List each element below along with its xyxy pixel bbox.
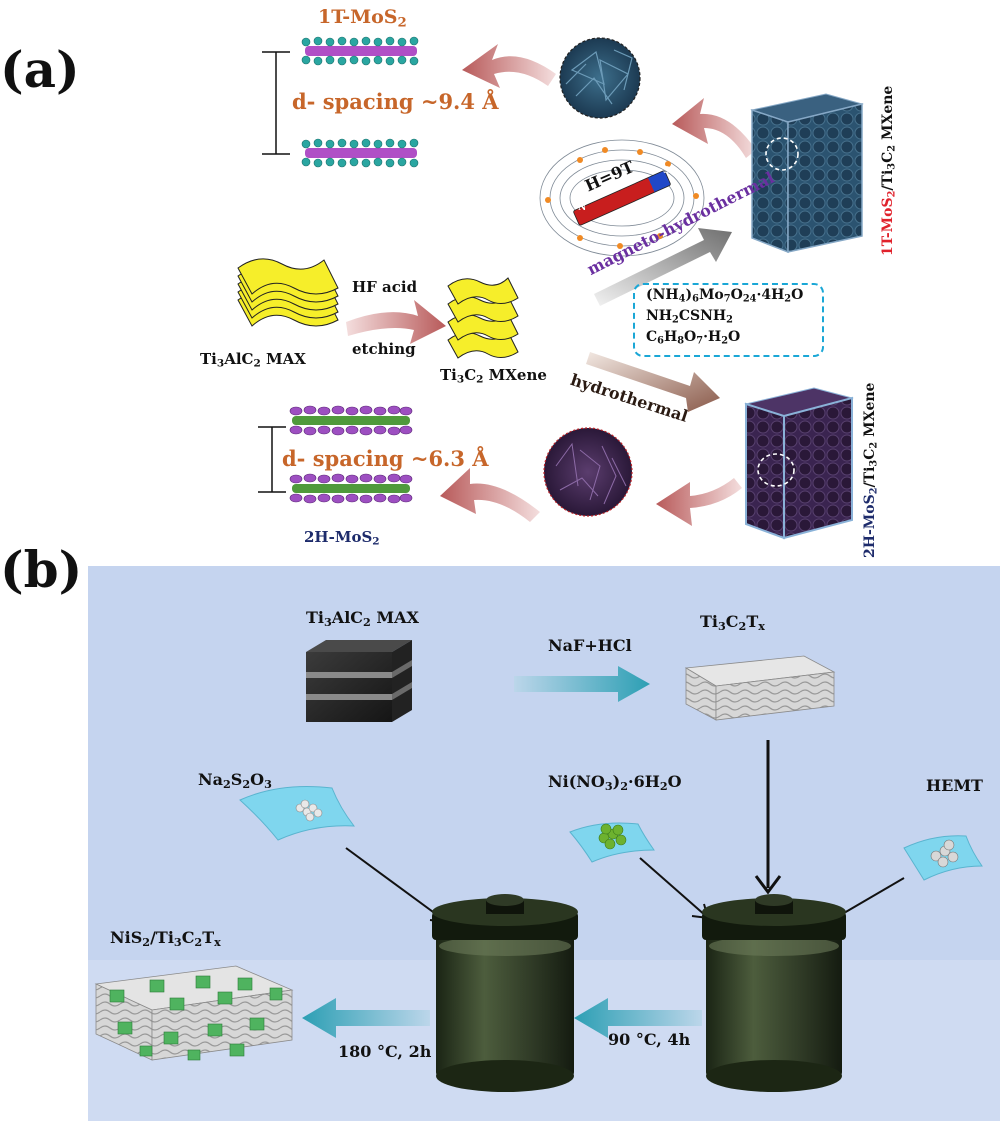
precursor-1: (NH4)6Mo7O24·4H2O <box>646 287 804 305</box>
1t-mos2-ti3c2-cube <box>750 93 864 254</box>
na2s2o3-label: Na2S2O3 <box>198 770 272 791</box>
2h-mos2-layers <box>258 405 413 504</box>
naf-hcl-label: NaF+HCl <box>548 636 632 655</box>
b-ti3alc2-max-label: Ti3AlC2 MAX <box>306 608 419 629</box>
magnet-n-pole: N <box>578 203 587 213</box>
ti3c2-mxene-label: Ti3C2 MXene <box>440 366 547 386</box>
ti3alc2-max-label: Ti3AlC2 MAX <box>200 350 306 370</box>
magnet-s-pole: S <box>663 166 670 176</box>
hemt-label: HEMT <box>926 776 983 795</box>
1t-mos2-nanosheet-sphere <box>559 37 641 119</box>
panel-b-letter: (b) <box>0 540 83 599</box>
arrow-cube-to-sphere-bottom <box>656 478 742 526</box>
arrow-magneto-route <box>594 228 732 306</box>
ti3c2-mxene-sheets <box>447 277 519 359</box>
ti3alc2-max-sheets <box>237 258 339 327</box>
arrow-etching <box>514 666 650 702</box>
2h-mos2-title: 2H-MoS2 <box>304 528 380 548</box>
2h-composite-label: 2H-MoS2/Ti3C2 MXene <box>862 382 880 558</box>
bar-magnet <box>573 170 671 226</box>
step-90c-label: 90 °C, 4h <box>608 1030 691 1049</box>
arrow-cube-to-sphere-top <box>672 98 756 158</box>
step-180c-label: 180 °C, 2h <box>338 1042 432 1061</box>
arrow-mxene-to-reactor <box>754 740 782 895</box>
d-spacing-1t: d- spacing ~9.4 Å <box>292 89 499 114</box>
nickel-nitrate-plate <box>569 822 655 863</box>
b-ti3c2tx-label: Ti3C2Tx <box>700 612 765 633</box>
2h-mos2-nanosheet-sphere <box>543 427 633 517</box>
reactor-jar-right <box>702 894 846 1092</box>
arrow-step-90c <box>574 998 702 1038</box>
hf-acid-label: HF acid <box>352 278 418 296</box>
d-spacing-2h: d- spacing ~6.3 Å <box>282 446 489 471</box>
precursor-box <box>633 283 824 357</box>
hemt-plate <box>903 835 983 881</box>
ti3alc2-max-block <box>306 640 412 722</box>
precursor-2: NH2CSNH2 <box>646 308 733 326</box>
reactor-jar-left <box>432 894 578 1092</box>
arrow-step-180c <box>302 998 430 1038</box>
2h-mos2-ti3c2-cube <box>744 387 854 540</box>
nickel-nitrate-label: Ni(NO3)2·6H2O <box>548 772 682 793</box>
arrow-max-to-mxene <box>346 300 446 344</box>
arrow-sphere-to-1t-layers <box>462 44 556 88</box>
precursor-3: C6H8O7·H2O <box>646 329 741 347</box>
nis2-ti3c2tx-label: NiS2/Ti3C2Tx <box>110 928 221 949</box>
1t-mos2-layers <box>262 36 419 168</box>
arrow-hydrothermal-route <box>586 352 720 412</box>
1t-mos2-title: 1T-MoS2 <box>318 6 407 31</box>
1t-composite-label: 1T-MoS2/Ti3C2 MXene <box>880 85 898 256</box>
field-markers <box>545 147 699 249</box>
na2s2o3-plate <box>239 786 356 841</box>
panel-a-letter: (a) <box>0 40 80 99</box>
nis2-ti3c2tx-product <box>94 965 294 1061</box>
ti3c2tx-mxene-stack <box>684 655 836 721</box>
arrow-sphere-to-2h-layers <box>440 468 540 522</box>
etching-label: etching <box>352 340 416 358</box>
